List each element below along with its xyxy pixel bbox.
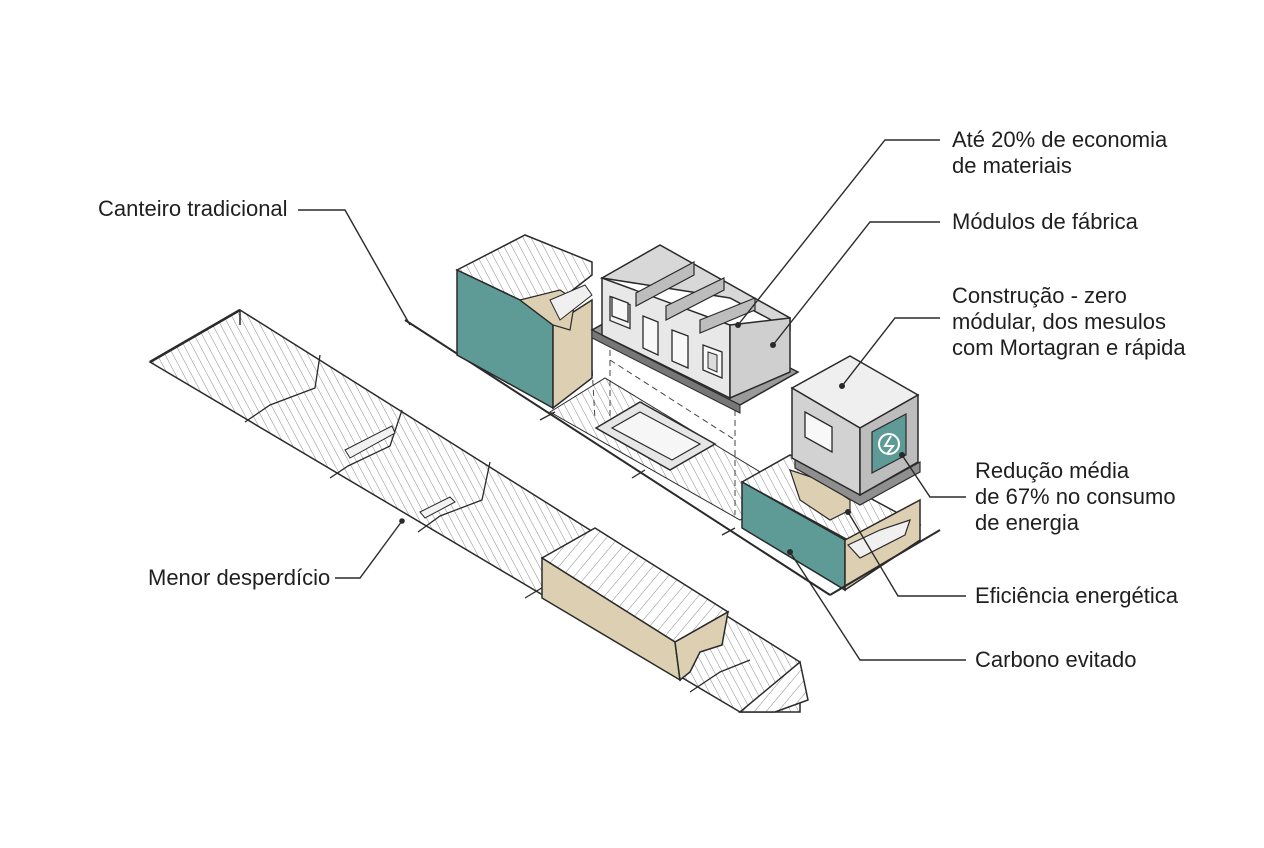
label-less-waste: Menor desperdício [148,565,331,590]
label-traditional-site: Canteiro tradicional [98,196,288,221]
traditional-site-block [455,234,593,410]
foundation-tray [594,401,717,471]
label-energy-efficiency: Eficiência energética [975,583,1179,608]
label-energy-reduction: Redução média de 67% no consumo de energ… [975,458,1176,535]
label-material-savings: Até 20% de economia de materiais [952,127,1168,178]
recycle-lightning-icon [878,433,900,455]
factory-modules [590,244,800,414]
leader-lines [298,139,966,661]
label-carbon-avoided: Carbono evitado [975,647,1137,672]
label-construction: Construção - zero módular, dos mesulos c… [952,283,1186,360]
energy-module [740,355,941,596]
label-factory-modules: Módulos de fábrica [952,209,1138,234]
material-block [540,527,730,682]
